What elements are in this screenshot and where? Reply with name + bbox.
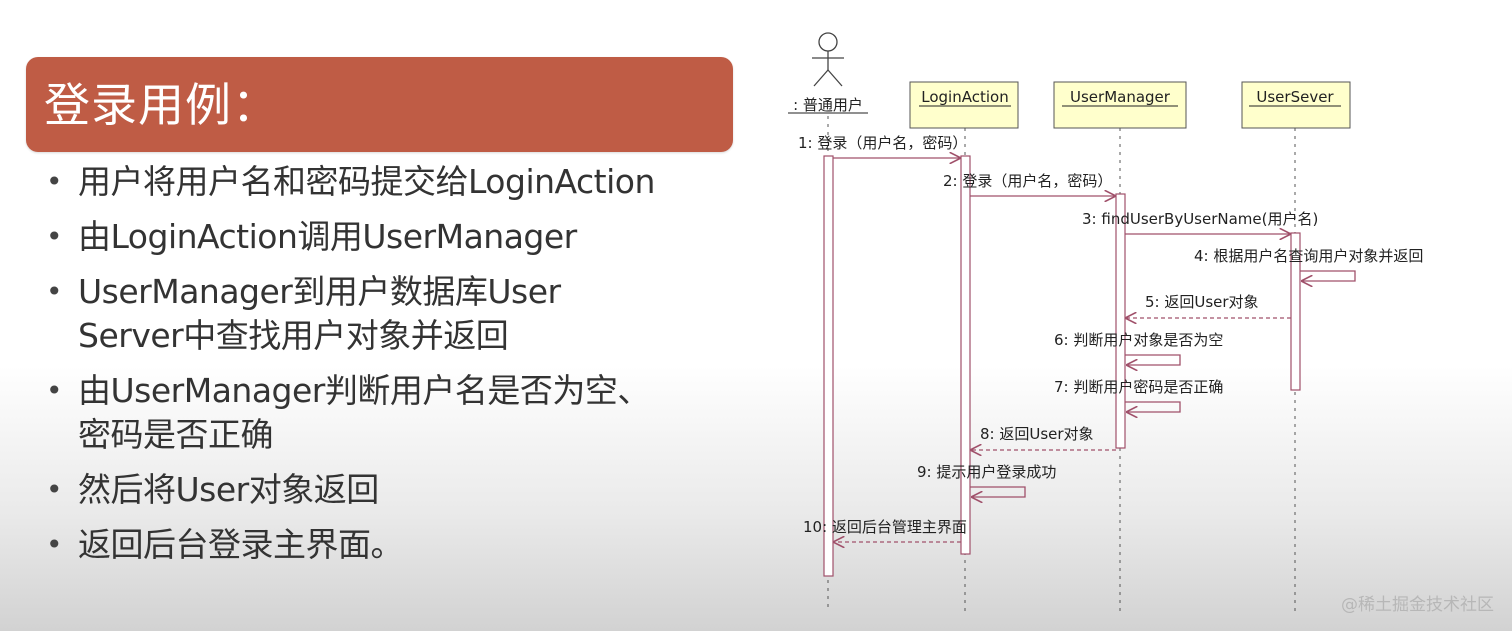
object-label: UserSever xyxy=(1256,88,1334,106)
bullet-item: • 然后将User对象返回 xyxy=(44,468,734,512)
bullet-dot-icon: • xyxy=(46,473,63,506)
bullet-text: 返回后台登录主界面。 xyxy=(78,525,404,564)
activation-bar xyxy=(1290,232,1301,391)
actor-leg-right xyxy=(827,69,843,87)
message-label: 1: 登录（用户名，密码） xyxy=(798,134,967,152)
object-box xyxy=(909,81,1019,129)
activation-bar xyxy=(1115,193,1126,449)
message-label: 2: 登录（用户名，密码） xyxy=(943,172,1112,190)
bullet-item: • 由UserManager判断用户名是否为空、 密码是否正确 xyxy=(44,369,734,457)
actor-leg-left xyxy=(813,69,829,87)
bullet-text: 由LoginAction调用UserManager xyxy=(78,217,577,256)
bullet-item: • 返回后台登录主界面。 xyxy=(44,523,734,567)
message-label: 7: 判断用户密码是否正确 xyxy=(1054,378,1223,396)
bullet-text: 由UserManager判断用户名是否为空、 密码是否正确 xyxy=(78,371,650,454)
bullet-text: 然后将User对象返回 xyxy=(78,470,379,509)
message-label: 3: findUserByUserName(用户名) xyxy=(1082,210,1318,228)
bullet-item: • 用户将用户名和密码提交给LoginAction xyxy=(44,160,734,204)
object-label: UserManager xyxy=(1070,88,1171,106)
bullet-dot-icon: • xyxy=(46,165,63,198)
message-label: 6: 判断用户对象是否为空 xyxy=(1054,331,1223,349)
bullet-dot-icon: • xyxy=(46,374,63,407)
object-label: LoginAction xyxy=(921,88,1008,106)
slide-title: 登录用例： xyxy=(44,78,279,132)
message-label: 10: 返回后台管理主界面 xyxy=(803,518,967,536)
title-banner: 登录用例： xyxy=(26,57,733,152)
message-label: 9: 提示用户登录成功 xyxy=(917,463,1056,481)
bullet-item: • UserManager到用户数据库User Server中查找用户对象并返回 xyxy=(44,270,734,358)
bullet-text: UserManager到用户数据库User Server中查找用户对象并返回 xyxy=(78,272,561,355)
actor-label: : 普通用户 xyxy=(793,96,863,114)
watermark: @稀土掘金技术社区 xyxy=(1341,595,1494,615)
actor-icon xyxy=(818,32,838,52)
activation-bar xyxy=(823,155,834,577)
self-message-arrow xyxy=(1300,270,1356,281)
object-box xyxy=(1241,81,1351,129)
bullet-list: • 用户将用户名和密码提交给LoginAction • 由LoginAction调用U… xyxy=(44,160,734,578)
self-message-arrow xyxy=(1125,401,1181,412)
bullet-text: 用户将用户名和密码提交给LoginAction xyxy=(78,162,655,201)
bullet-item: • 由LoginAction调用UserManager xyxy=(44,215,734,259)
message-label: 4: 根据用户名查询用户对象并返回 xyxy=(1194,247,1423,265)
bullet-dot-icon: • xyxy=(46,220,63,253)
self-message-arrow xyxy=(970,486,1026,497)
bullet-dot-icon: • xyxy=(46,275,63,308)
sequence-diagram: : 普通用户 LoginAction UserManager UserSever 1: … xyxy=(788,32,1423,612)
message-label: 5: 返回User对象 xyxy=(1145,293,1259,311)
message-label: 8: 返回User对象 xyxy=(980,425,1094,443)
activation-bar xyxy=(960,155,971,555)
bullet-dot-icon: • xyxy=(46,528,63,561)
self-message-arrow xyxy=(1125,354,1181,365)
